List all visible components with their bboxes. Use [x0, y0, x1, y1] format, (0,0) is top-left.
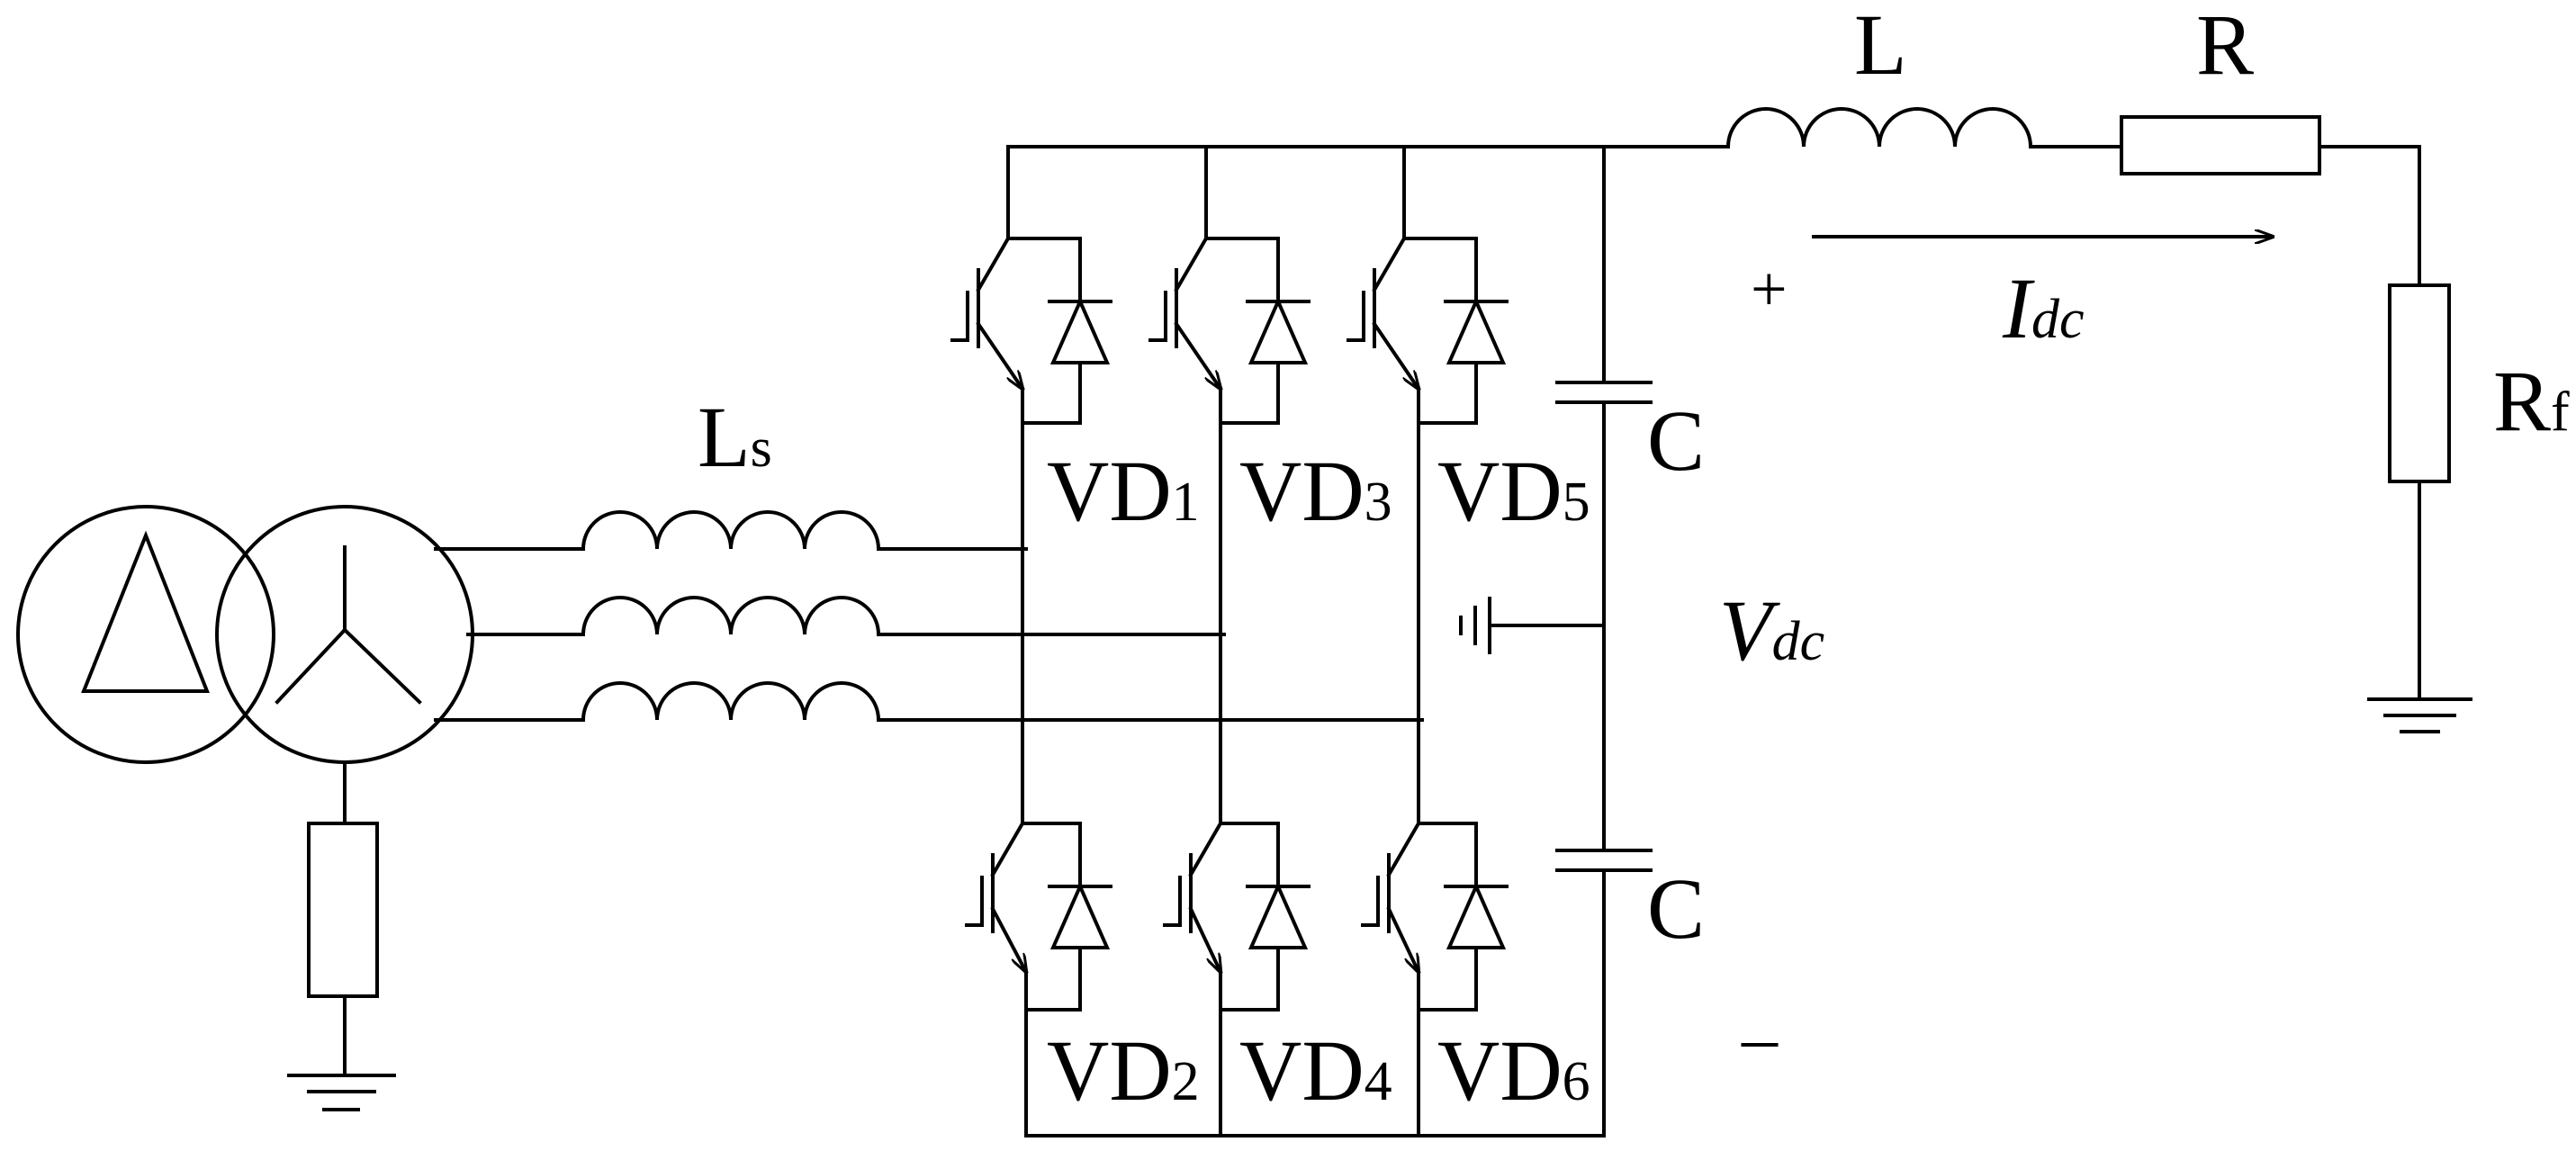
dc-capacitor-branch: [1459, 145, 1653, 1138]
diode-icon: [1444, 297, 1509, 364]
dc-inductor: [1726, 107, 2032, 148]
igbt-icon: [1347, 236, 1419, 389]
phase-b-line: [466, 596, 1226, 636]
phase-a-inductor: [581, 510, 880, 550]
transformer-secondary-winding: [215, 505, 474, 764]
capacitor-upper-icon: [1555, 381, 1653, 404]
diode-icon: [1246, 882, 1311, 949]
switch-label-vd4: VD4: [1239, 1022, 1392, 1119]
switch-label-vd6: VD6: [1437, 1022, 1590, 1119]
igbt-icon: [965, 821, 1026, 972]
switch-label-vd1: VD1: [1047, 443, 1200, 539]
igbt-cell-vd1: [950, 236, 1112, 551]
line-inductor-label: Ls: [698, 389, 772, 485]
fault-ground-icon: [2367, 697, 2472, 733]
phase-b-inductor: [581, 596, 880, 635]
capacitor-lower-label: C: [1647, 860, 1705, 957]
dc-resistor-label: R: [2196, 0, 2254, 93]
diode-icon: [1048, 882, 1112, 949]
delta-winding-icon: [81, 530, 210, 693]
switch-label-vd5: VD5: [1437, 443, 1590, 539]
capacitor-upper-label: C: [1647, 392, 1705, 489]
phase-c-line: [434, 681, 1424, 722]
plus-sign: +: [1751, 253, 1788, 325]
diode-icon: [1246, 297, 1311, 364]
neutral-grounding-branch: [287, 760, 396, 1111]
switch-label-vd2: VD2: [1047, 1022, 1200, 1119]
wye-winding-icon: [275, 545, 422, 705]
dc-resistor: [2120, 115, 2321, 175]
igbt-cell-vd3: [1148, 236, 1311, 636]
diode-icon: [1048, 297, 1112, 364]
dc-inductor-label: L: [1854, 0, 1907, 93]
igbt-cell-vd4: [1163, 821, 1311, 1012]
diode-icon: [1444, 882, 1509, 949]
dc-current-label: Idc: [2002, 260, 2085, 356]
dc-negative-rail: [1024, 1008, 1606, 1138]
midpoint-ground-icon: [1459, 597, 1491, 654]
igbt-cell-vd2: [965, 821, 1112, 1012]
dc-positive-rail: [1006, 145, 1730, 240]
minus-sign: –: [1741, 999, 1779, 1078]
transformer-primary-winding: [16, 505, 275, 764]
neutral-grounding-resistor: [307, 822, 379, 998]
igbt-cell-vd5: [1347, 236, 1509, 722]
igbt-icon: [1163, 821, 1223, 972]
neutral-ground-icon: [287, 1074, 396, 1111]
igbt-icon: [1148, 236, 1220, 389]
transformer: [16, 505, 474, 764]
igbt-icon: [950, 236, 1022, 389]
igbt-icon: [1361, 821, 1421, 972]
dc-voltage-label: Vdc: [1719, 582, 1824, 679]
switch-label-vd3: VD3: [1239, 443, 1392, 539]
phase-c-inductor: [581, 681, 880, 721]
fault-resistor-label: Rf: [2493, 353, 2570, 449]
phase-a-line: [434, 510, 1028, 551]
capacitor-lower-icon: [1555, 849, 1653, 872]
fault-resistor: [2388, 283, 2451, 483]
igbt-cell-vd6: [1361, 821, 1509, 1012]
dc-line: [1726, 107, 2472, 733]
